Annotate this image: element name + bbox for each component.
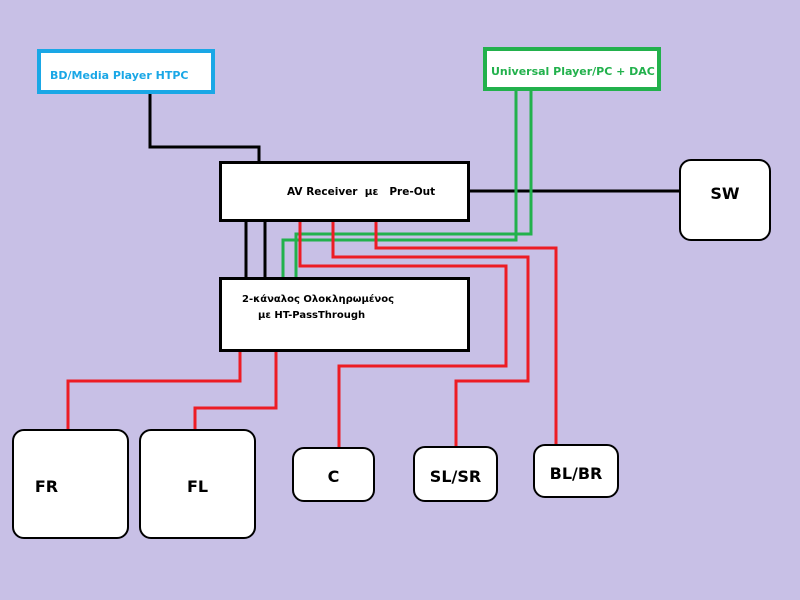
- av-receiver-label: AV Receiver με Pre-Out: [287, 186, 436, 198]
- integrated-amplifier-label-line2: με HT-PassThrough: [258, 310, 366, 321]
- wire-receiver-to-slsr: [331, 222, 530, 446]
- speaker-c: C: [292, 447, 375, 502]
- wire-bd-to-receiver: [148, 94, 261, 161]
- speaker-sl-sr-label: SL/SR: [429, 467, 482, 486]
- speaker-sl-sr: SL/SR: [413, 446, 498, 502]
- speaker-fl: FL: [139, 429, 256, 539]
- speaker-c-label: C: [327, 467, 340, 486]
- wire-universal-to-integrated-2: [294, 91, 533, 277]
- wire-receiver-to-c: [298, 222, 508, 447]
- integrated-amplifier-label-line1: 2-κάναλος Ολοκληρωμένος: [242, 294, 395, 305]
- bd-media-player-box: BD/Media Player HTPC: [37, 49, 215, 94]
- speaker-fr: FR: [12, 429, 129, 539]
- integrated-amplifier-box: 2-κάναλος Ολοκληρωμένος με HT-PassThroug…: [219, 277, 470, 352]
- speaker-fr-label: FR: [34, 477, 59, 496]
- speaker-fl-label: FL: [186, 477, 209, 496]
- av-receiver-box: AV Receiver με Pre-Out: [219, 161, 470, 222]
- wire-integrated-to-fr: [66, 352, 242, 429]
- wire-integrated-to-fl: [193, 352, 278, 429]
- wire-universal-to-integrated-1: [281, 91, 518, 277]
- speaker-bl-br: BL/BR: [533, 444, 619, 498]
- universal-player-label: Universal Player/PC + DAC: [491, 65, 655, 78]
- speaker-sw: SW: [679, 159, 771, 241]
- bd-media-player-label: BD/Media Player HTPC: [50, 69, 189, 82]
- speaker-bl-br-label: BL/BR: [549, 464, 603, 483]
- wire-receiver-to-blbr: [374, 222, 558, 444]
- speaker-sw-label: SW: [710, 184, 740, 203]
- universal-player-box: Universal Player/PC + DAC: [483, 47, 661, 91]
